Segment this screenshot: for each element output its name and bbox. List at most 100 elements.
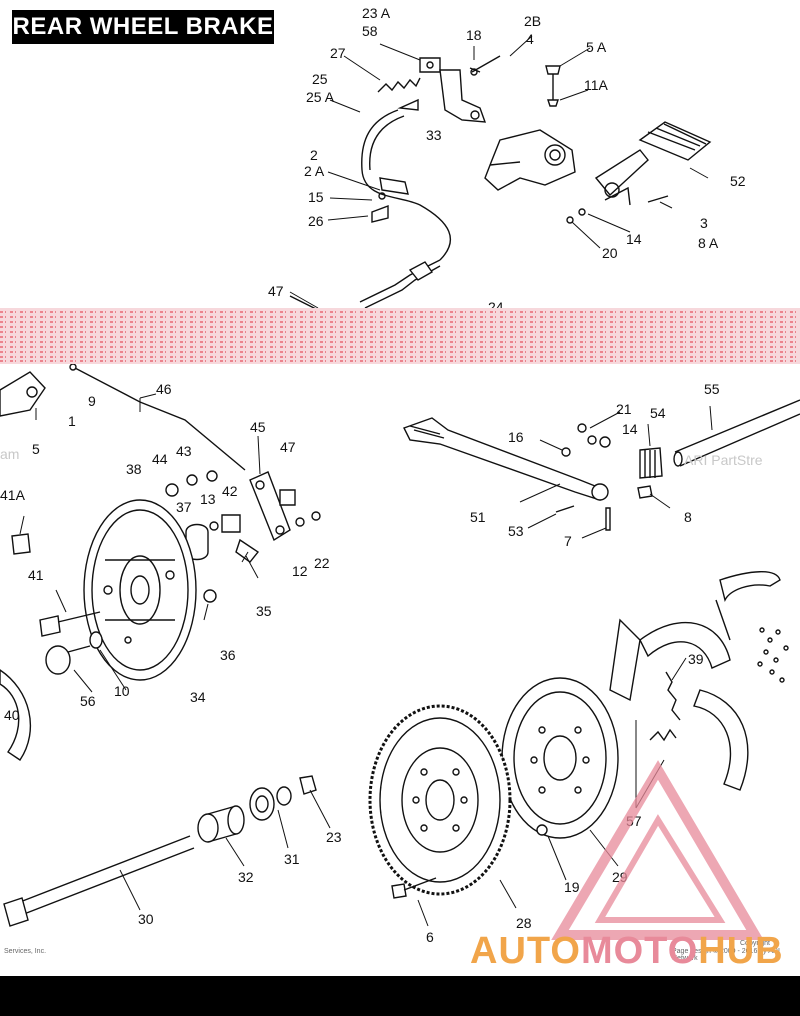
brake-shoe-lower-part — [693, 689, 749, 791]
label-47-top: 47 — [268, 283, 284, 299]
label-8: 8 — [684, 509, 692, 525]
logo-triangle-icon — [551, 760, 764, 940]
label-23: 23 — [326, 829, 342, 845]
sprocket-28-part — [368, 704, 512, 896]
label-45: 45 — [250, 419, 266, 435]
label-14-top: 14 — [626, 231, 642, 247]
small-parts-right-group — [555, 423, 653, 531]
label-41a: 41A — [0, 487, 26, 503]
label-40: 40 — [4, 707, 20, 723]
label-2: 2 — [310, 147, 318, 163]
label-2a: 2 A — [304, 163, 325, 179]
bolt-41-part — [39, 611, 101, 637]
label-46: 46 — [156, 381, 172, 397]
label-47-mid: 47 — [280, 439, 296, 455]
label-21: 21 — [616, 401, 632, 417]
screw-4-part — [470, 55, 501, 76]
rivets-group — [757, 627, 789, 683]
pedal-52-part — [594, 121, 712, 206]
label-34: 34 — [190, 689, 206, 705]
pedal-51-part — [403, 417, 611, 501]
label-33: 33 — [426, 127, 442, 143]
label-2b: 2B — [524, 13, 541, 29]
bushing-47-part — [279, 489, 296, 506]
logo-part-auto: AUTO — [470, 930, 581, 972]
label-52: 52 — [730, 173, 746, 189]
label-19: 19 — [564, 879, 580, 895]
label-55: 55 — [704, 381, 720, 397]
label-15: 15 — [308, 189, 324, 205]
cable-end-47-part — [289, 295, 319, 311]
label-5a: 5 A — [586, 39, 607, 55]
label-12: 12 — [292, 563, 308, 579]
label-7: 7 — [564, 533, 572, 549]
label-31: 31 — [284, 851, 300, 867]
watermark-left: am — [0, 446, 20, 462]
label-13: 13 — [200, 491, 216, 507]
label-30: 30 — [138, 911, 154, 927]
label-8a: 8 A — [698, 235, 719, 251]
bearing-31-part — [249, 787, 275, 821]
label-53: 53 — [508, 523, 524, 539]
nut-36-part — [203, 589, 217, 603]
small-nut-15-part — [371, 192, 389, 223]
label-54: 54 — [650, 405, 666, 421]
nut-19-part — [536, 824, 548, 836]
label-37: 37 — [176, 499, 192, 515]
footer-right-design: Page design © 2000 - 2016 by ARI Network — [672, 948, 780, 962]
spacer-32-part — [197, 805, 245, 843]
backing-plate-34-part — [83, 499, 197, 681]
shoe-lining-right-part — [715, 571, 781, 641]
label-18: 18 — [466, 27, 482, 43]
brake-shoe-upper-part — [609, 618, 731, 702]
lever-1-part — [0, 371, 46, 417]
axle-30-part — [3, 835, 195, 927]
label-4: 4 — [526, 31, 534, 47]
label-58: 58 — [362, 23, 378, 39]
label-3: 3 — [700, 215, 708, 231]
label-56: 56 — [80, 693, 96, 709]
diagram-title: REAR WHEEL BRAKE — [12, 10, 274, 44]
label-9: 9 — [88, 393, 96, 409]
drum-29-part — [501, 677, 619, 839]
brake-pedal-bracket-part — [484, 129, 576, 191]
spring-27-part — [377, 77, 421, 93]
label-26: 26 — [308, 213, 324, 229]
spring-54-part — [639, 447, 663, 479]
label-42: 42 — [222, 483, 238, 499]
label-5: 5 — [32, 441, 40, 457]
label-11a: 11A — [584, 77, 609, 93]
label-43: 43 — [176, 443, 192, 459]
label-28: 28 — [516, 915, 532, 931]
rod-46-part — [69, 363, 246, 471]
label-14-mid: 14 — [622, 421, 638, 437]
adjuster-56-part — [45, 631, 103, 675]
washer-nut-23-part — [276, 775, 317, 806]
label-16: 16 — [508, 429, 524, 445]
label-35: 35 — [256, 603, 272, 619]
bolt-5a-part — [545, 65, 561, 107]
label-39: 39 — [688, 651, 704, 667]
label-36: 36 — [220, 647, 236, 663]
shaft-55-part — [673, 399, 800, 467]
label-1: 1 — [68, 413, 76, 429]
scan-noise-band — [0, 308, 800, 364]
label-10: 10 — [114, 683, 130, 699]
spring-39-part — [649, 671, 681, 742]
label-44: 44 — [152, 451, 168, 467]
bolt-41a-part — [11, 533, 31, 555]
label-32: 32 — [238, 869, 254, 885]
footer-right-copyright: Copyright — [740, 940, 770, 947]
label-25a: 25 A — [306, 89, 335, 105]
label-25: 25 — [312, 71, 328, 87]
cable-clevis-part — [419, 57, 441, 73]
label-41: 41 — [28, 567, 44, 583]
label-27: 27 — [330, 45, 346, 61]
label-23a: 23 A — [362, 5, 391, 21]
lever-45-part — [249, 471, 291, 542]
watermark-right: ARI PartStre — [684, 452, 763, 468]
bottom-black-bar — [0, 976, 800, 1016]
bolt-6-part — [391, 877, 437, 899]
footer-left-text: Services, Inc. — [4, 948, 47, 955]
